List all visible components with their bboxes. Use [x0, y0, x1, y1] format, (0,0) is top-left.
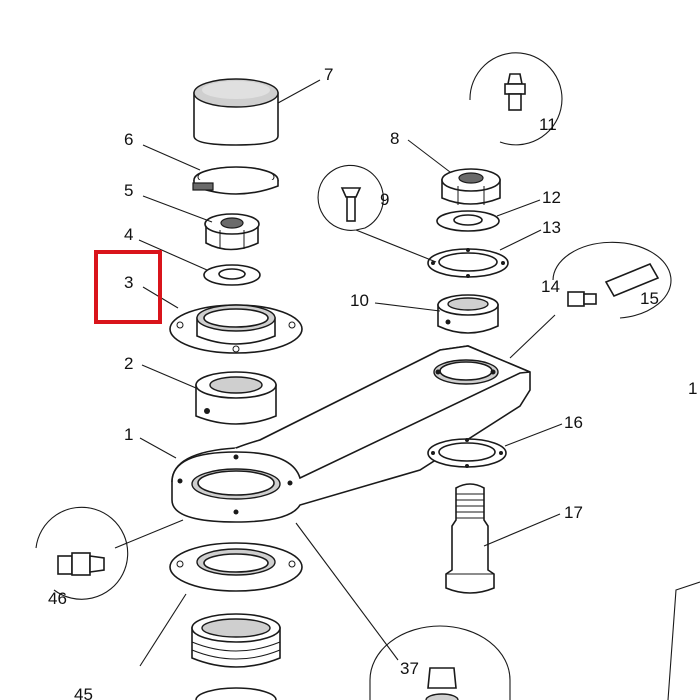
part-5-nut[interactable] — [204, 213, 260, 251]
lower-seal-ring[interactable] — [191, 613, 281, 700]
part-8-nut[interactable] — [441, 168, 501, 205]
part-7-cap[interactable] — [193, 78, 279, 146]
label-8: 8 — [390, 129, 399, 148]
callout-11-grease-nipple[interactable] — [469, 52, 563, 146]
label-16: 16 — [564, 413, 583, 432]
part-12-washer[interactable] — [436, 210, 500, 232]
label-2: 2 — [124, 354, 133, 373]
label-14: 14 — [541, 277, 560, 296]
label-5: 5 — [124, 181, 133, 200]
label-4: 4 — [124, 225, 133, 244]
part-17-pin[interactable] — [445, 483, 495, 594]
callout-14-15-fittings[interactable] — [552, 241, 672, 319]
frame-edge — [667, 581, 700, 700]
part-16-gasket[interactable] — [427, 438, 507, 468]
label-3: 3 — [124, 273, 133, 292]
callout-9-screw[interactable] — [317, 164, 384, 231]
part-10-bushing[interactable] — [437, 294, 499, 334]
part-13-gasket[interactable] — [427, 248, 509, 278]
label-7: 7 — [324, 65, 333, 84]
part-number-labels: 7 6 5 4 3 2 1 8 11 9 12 13 10 14 15 16 1… — [48, 65, 697, 700]
part-1-arm[interactable] — [171, 345, 531, 523]
part-2-bearing[interactable] — [195, 371, 277, 425]
label-15: 15 — [640, 289, 659, 308]
label-37: 37 — [400, 659, 419, 678]
label-11: 11 — [539, 115, 557, 134]
label-12: 12 — [542, 188, 561, 207]
label-1: 1 — [124, 425, 133, 444]
label-9: 9 — [380, 190, 389, 209]
part-6-clamp[interactable] — [192, 166, 279, 195]
callout-46-nipple[interactable] — [35, 506, 129, 600]
label-10: 10 — [350, 291, 369, 310]
callout-37[interactable] — [369, 625, 511, 700]
highlight-box-part-3 — [94, 250, 162, 324]
label-17: 17 — [564, 503, 583, 522]
label-13: 13 — [542, 218, 561, 237]
part-3-flange[interactable] — [169, 304, 303, 354]
label-6: 6 — [124, 130, 133, 149]
label-45: 45 — [74, 685, 93, 700]
part-4-washer[interactable] — [203, 264, 261, 286]
label-46: 46 — [48, 589, 67, 608]
lower-flange[interactable] — [169, 542, 303, 592]
label-edge-1: 1 — [688, 379, 697, 398]
